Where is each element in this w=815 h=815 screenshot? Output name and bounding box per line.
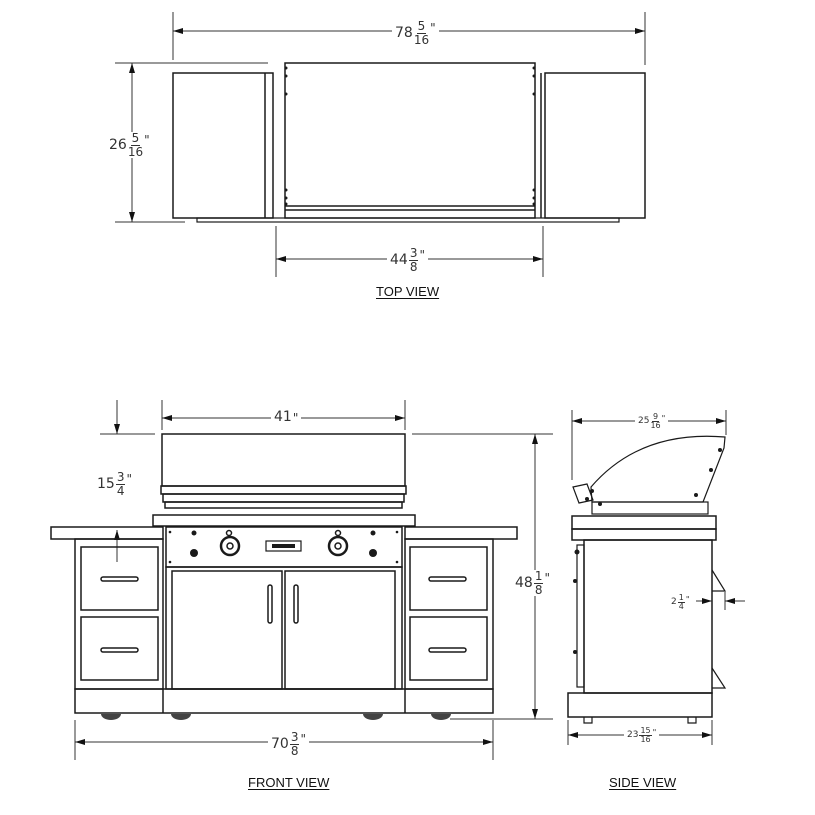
front-center-cabinet xyxy=(165,566,403,690)
top-hinge-dots xyxy=(284,66,536,206)
front-left-cabinet xyxy=(74,538,164,690)
side-view-label: SIDE VIEW xyxy=(609,775,677,790)
front-view-label: FRONT VIEW xyxy=(248,775,330,790)
front-left-counter xyxy=(50,526,164,540)
drawer-left-bottom xyxy=(80,616,159,681)
top-base-strip xyxy=(196,217,620,223)
top-view xyxy=(115,12,646,277)
front-right-counter xyxy=(404,526,518,540)
front-right-cabinet xyxy=(404,538,494,690)
front-view xyxy=(50,400,553,760)
front-grill-lip xyxy=(152,514,416,527)
side-hood-profile xyxy=(590,435,726,503)
drawer-right-top xyxy=(409,546,488,611)
top-right-shelf xyxy=(544,72,646,219)
top-view-label: TOP VIEW xyxy=(376,284,440,299)
door-left xyxy=(171,570,283,690)
side-view xyxy=(567,410,745,745)
front-base xyxy=(74,688,494,714)
drawer-left-top xyxy=(80,546,159,611)
control-knob-right xyxy=(327,529,349,557)
top-left-shelf xyxy=(172,72,274,219)
side-base xyxy=(567,692,713,718)
drawer-right-bottom xyxy=(409,616,488,681)
control-knob-left xyxy=(219,529,241,557)
side-cabinet xyxy=(583,539,713,694)
brand-logo-plate xyxy=(265,540,302,552)
front-casters xyxy=(101,714,451,720)
side-handle-offset-dimension xyxy=(696,592,745,610)
door-right xyxy=(284,570,396,690)
front-hood xyxy=(161,433,406,487)
side-countertop xyxy=(571,515,717,530)
top-grill-body xyxy=(284,62,536,219)
front-hood-height-dimension xyxy=(100,400,155,562)
dim-front-hood-width: 41 " xyxy=(271,410,302,424)
